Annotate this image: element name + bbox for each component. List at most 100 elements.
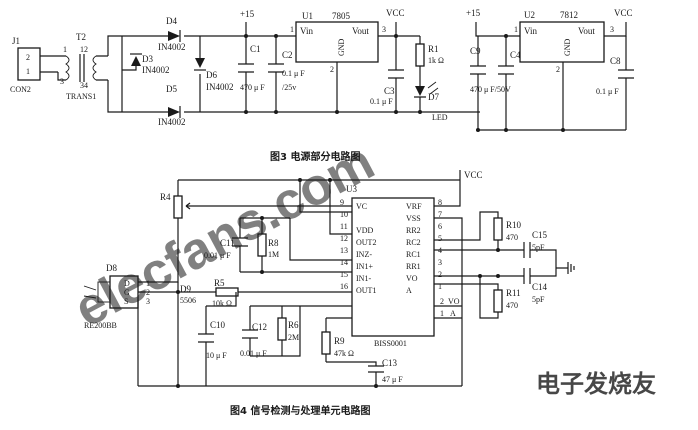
u3-pin-12-number: 12 bbox=[340, 234, 348, 243]
d8-num-3: 3 bbox=[146, 297, 150, 306]
regulator-u1: U1 7805 Vin Vout GND 1 2 3 bbox=[290, 11, 420, 114]
r10-c15: R10 470 C15 5pF bbox=[434, 211, 557, 268]
u1-gnd: GND bbox=[337, 38, 346, 56]
j1-pin-2: 2 bbox=[26, 53, 30, 62]
u3-pin-14-number: 14 bbox=[340, 258, 348, 267]
resistor-r5: R5 10k Ω bbox=[196, 278, 352, 308]
u3-pin-1-number: 1 bbox=[438, 282, 442, 291]
r5-value: 10k Ω bbox=[212, 299, 232, 308]
r9-c13: R9 47k Ω C13 47 μ F bbox=[321, 317, 403, 388]
c12-label: C12 bbox=[252, 322, 267, 332]
u3-pin-8-number: 8 bbox=[438, 198, 442, 207]
figure-3-caption: 图3 电源部分电路图 bbox=[270, 150, 360, 163]
r8-value: 1M bbox=[268, 250, 279, 259]
u3-pin-5-number: 5 bbox=[438, 234, 442, 243]
d8-pin-g: G bbox=[124, 288, 130, 297]
potentiometer-r4: R4 bbox=[160, 180, 196, 262]
u2-pin-3: 3 bbox=[610, 25, 614, 34]
vo-pin-label: VO bbox=[448, 297, 460, 306]
c10-value: 10 μ F bbox=[206, 351, 227, 360]
d3-label: D3 bbox=[142, 54, 153, 64]
ic-u3: U3 BISS0001 bbox=[346, 184, 435, 348]
d8-label: D8 bbox=[106, 263, 117, 273]
resistor-r6: R6 2M bbox=[250, 305, 352, 357]
t2-pin-3: 3 bbox=[60, 77, 64, 86]
c11-label: C11 bbox=[220, 238, 235, 248]
c9-label: C9 bbox=[470, 46, 481, 56]
r5-label: R5 bbox=[214, 278, 225, 288]
r10-label: R10 bbox=[506, 220, 522, 230]
input-filter: +15 C1 470 μ F C2 0.1 μ F /25v bbox=[220, 9, 480, 114]
u3-pin-11-number: 11 bbox=[340, 222, 348, 231]
watermark-chinese: 电子发烧友 bbox=[536, 370, 656, 398]
u2-gnd: GND bbox=[563, 38, 572, 56]
u1-label: U1 bbox=[302, 11, 313, 21]
u3-pin-15-number: 15 bbox=[340, 270, 348, 279]
r11-value: 470 bbox=[506, 301, 518, 310]
u3-pin-16-name: OUT1 bbox=[356, 286, 376, 295]
t2-pin-12: 12 bbox=[80, 45, 88, 54]
c4-label: C4 bbox=[510, 50, 521, 60]
a-pin-label: A bbox=[450, 309, 456, 318]
d9-label: D9 bbox=[180, 284, 191, 294]
u3-pin-13-name: INZ- bbox=[356, 250, 372, 259]
r1-label: R1 bbox=[428, 44, 439, 54]
transformer-t2: T2 1 12 3 34 TRANS1 bbox=[57, 32, 108, 101]
power-supply-diagram: J1 2 1 CON2 T2 1 12 3 34 TRANS1 bbox=[10, 8, 634, 163]
u3-pin-3-name: RR1 bbox=[406, 262, 421, 271]
u3-part: BISS0001 bbox=[374, 339, 407, 348]
t2-pin-1: 1 bbox=[63, 45, 67, 54]
c2-value: 0.1 μ F bbox=[282, 69, 305, 78]
u2-label: U2 bbox=[524, 10, 535, 20]
u3-label: U3 bbox=[346, 184, 357, 194]
c13-label: C13 bbox=[382, 358, 398, 368]
u3-pin-9-name: VC bbox=[356, 202, 367, 211]
outputs-vo-a: 2 VO 1 A bbox=[434, 297, 462, 319]
vcc-b-label: VCC bbox=[614, 8, 633, 18]
r9-value: 47k Ω bbox=[334, 349, 354, 358]
j1-label: J1 bbox=[12, 36, 20, 46]
r4-label: R4 bbox=[160, 192, 171, 202]
u3-pin-4-name: RC1 bbox=[406, 250, 421, 259]
capacitor-c12: C12 0.01 μ F bbox=[240, 306, 267, 358]
c15-label: C15 bbox=[532, 230, 548, 240]
u3-pin-10-number: 10 bbox=[340, 210, 348, 219]
d4-part: IN4002 bbox=[158, 42, 186, 52]
c9-c4-value: 470 μ F/50V bbox=[470, 85, 511, 94]
u2-vin: Vin bbox=[524, 26, 537, 36]
r9-label: R9 bbox=[334, 336, 345, 346]
diode-d9: D9 5506 bbox=[138, 282, 196, 388]
u2-part: 7812 bbox=[560, 10, 578, 20]
d7-part: LED bbox=[432, 113, 448, 122]
u2-pin-2: 2 bbox=[556, 65, 560, 74]
d3-part: IN4002 bbox=[142, 65, 170, 75]
d7-label: D7 bbox=[428, 92, 439, 102]
c15-value: 5pF bbox=[532, 243, 545, 252]
u1-pin-1: 1 bbox=[290, 25, 294, 34]
d4-label: D4 bbox=[166, 16, 177, 26]
c11-r8-feedback: C11 0.01 μ F R8 1M bbox=[204, 216, 352, 274]
u3-pin-8-name: VRF bbox=[406, 202, 422, 211]
vo-pin-num: 2 bbox=[440, 297, 444, 306]
capacitor-c10: C10 10 μ F bbox=[198, 292, 237, 386]
figure-4-caption: 图4 信号检测与处理单元电路图 bbox=[230, 404, 370, 417]
plus15-label: +15 bbox=[240, 9, 255, 19]
r6-label: R6 bbox=[288, 320, 299, 330]
u3-pin-6-name: RR2 bbox=[406, 226, 421, 235]
d8-part: RE200BB bbox=[84, 321, 117, 330]
c3-label: C3 bbox=[384, 86, 395, 96]
u1-pin-3: 3 bbox=[382, 25, 386, 34]
d9-part: 5506 bbox=[180, 296, 196, 305]
j1-pin-1: 1 bbox=[26, 67, 30, 76]
u3-pin-5-name: RC2 bbox=[406, 238, 421, 247]
j1-name: CON2 bbox=[10, 85, 31, 94]
u3-pin-2-name: VO bbox=[406, 274, 418, 283]
c11-value: 0.01 μ F bbox=[204, 251, 231, 260]
r10-value: 470 bbox=[506, 233, 518, 242]
c8-value: 0.1 μ F bbox=[596, 87, 619, 96]
u3-pin-13-number: 13 bbox=[340, 246, 348, 255]
u3-pin-1-name: A bbox=[406, 286, 412, 295]
u3-pin-16-number: 16 bbox=[340, 282, 348, 291]
